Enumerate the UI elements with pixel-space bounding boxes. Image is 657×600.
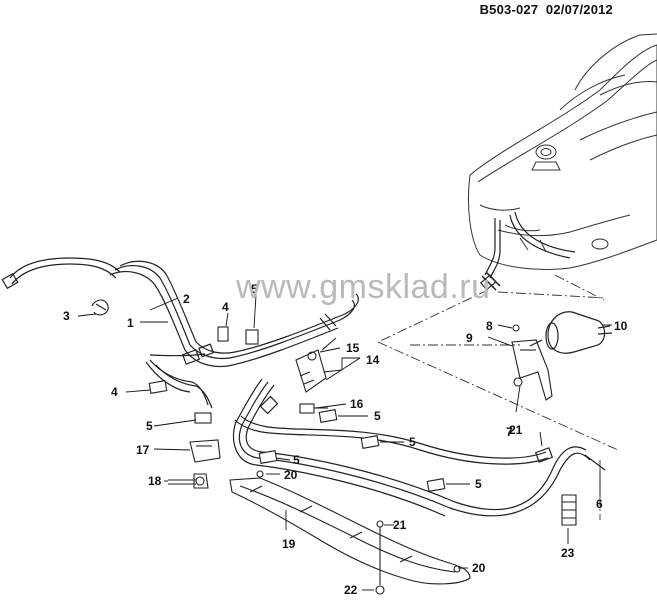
leader-lines: [77, 294, 612, 591]
fuel-line-shield: [229, 477, 471, 585]
callout-16: 16: [350, 397, 364, 411]
callout-22: 22: [344, 583, 358, 597]
diagram-code: B503-027: [479, 2, 539, 17]
reference-lines: [377, 274, 619, 520]
callout-5-left: 5: [146, 419, 153, 433]
callout-6: 6: [596, 497, 603, 511]
bracket-17: [189, 439, 221, 463]
callout-4-upper: 4: [222, 300, 229, 314]
callout-15: 15: [346, 341, 360, 355]
screws: [256, 470, 461, 595]
clip-strip-23: [561, 494, 577, 526]
callout-3: 3: [63, 309, 70, 323]
callout-4-lower: 4: [111, 385, 118, 399]
callout-1: 1: [127, 316, 134, 330]
callout-5-mid: 5: [374, 409, 381, 423]
filter-bracket: [511, 324, 553, 401]
callout-10: 10: [614, 319, 628, 333]
callout-9: 9: [466, 331, 473, 345]
fuel-tank: [468, 33, 657, 270]
callout-7: 7: [506, 425, 513, 439]
callout-17: 17: [136, 443, 150, 457]
watermark: www.gmsklad.ru: [236, 268, 491, 306]
clip-3: [91, 299, 109, 316]
tank-fuel-lines: [479, 211, 576, 291]
callout-5-top: 5: [251, 282, 258, 296]
callout-20-upper: 20: [284, 468, 298, 482]
diagram-date: 02/07/2012: [545, 2, 613, 17]
callout-21-lower: 21: [393, 518, 407, 532]
callout-5-center: 5: [293, 453, 300, 467]
diagram-reference: B503-027 02/07/2012: [480, 2, 613, 17]
bolt-18: [168, 473, 209, 489]
callout-2: 2: [183, 292, 190, 306]
callout-23: 23: [561, 546, 575, 560]
callout-14: 14: [366, 353, 380, 367]
callout-21-upper: 21: [509, 423, 523, 437]
fuel-line-front: [1, 257, 359, 409]
callout-numbers: 1 2 3 4 4 5 5 5 5 5 5 6 7 8 9 10 14 15 1…: [63, 282, 628, 597]
clip-parts: [148, 326, 446, 492]
callout-5-right: 5: [409, 435, 416, 449]
callout-8: 8: [486, 319, 493, 333]
callout-5-bottom: 5: [475, 477, 482, 491]
fuel-line-rear: [232, 378, 606, 517]
callout-20-lower: 20: [472, 561, 486, 575]
callout-18: 18: [148, 474, 162, 488]
bracket-14: [295, 337, 337, 393]
callout-19: 19: [282, 537, 296, 551]
fuel-filter: [529, 311, 613, 354]
